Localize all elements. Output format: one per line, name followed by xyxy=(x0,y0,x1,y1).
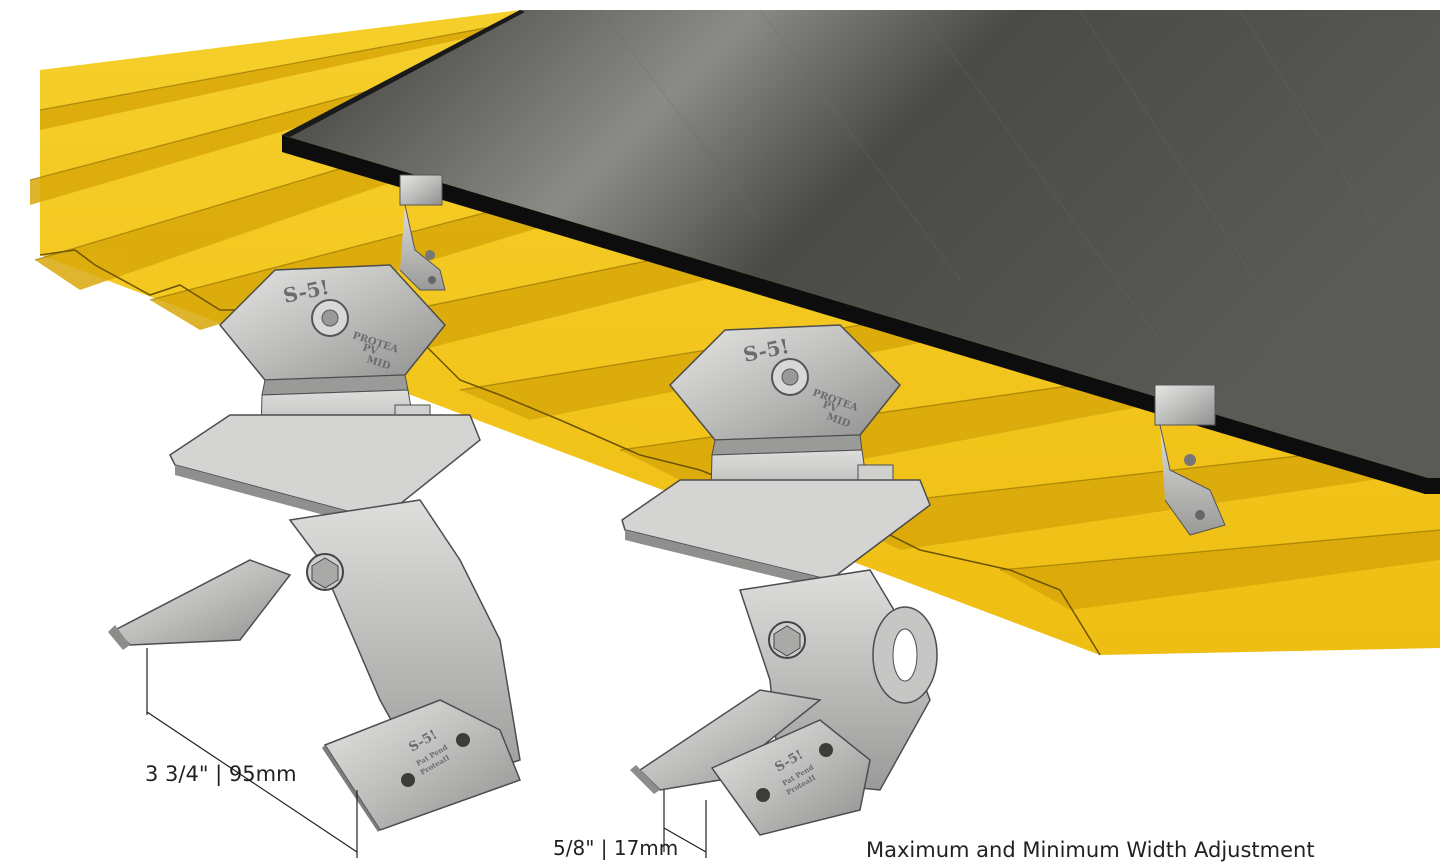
mid-clamp-max-width xyxy=(108,264,521,832)
mid-clamp-min-width xyxy=(621,324,938,836)
clamp-b-logo: S-5! xyxy=(741,334,791,367)
solar-panel xyxy=(282,9,1440,494)
dimension-lines xyxy=(146,648,707,858)
clamp-b-line2: PV xyxy=(821,399,839,415)
figure-caption: Maximum and Minimum Width Adjustment xyxy=(866,838,1315,862)
clamp-a-logo: S-5! xyxy=(281,275,331,308)
clamp-a-line2: PV xyxy=(361,342,379,357)
clamp-a-line3: MID xyxy=(365,354,392,372)
small-clamp-right xyxy=(1154,384,1226,536)
small-clamp-left xyxy=(399,174,446,291)
min-width-dimension-label: 5/8" | 17mm xyxy=(553,836,679,860)
max-width-dimension-label: 3 3/4" | 95mm xyxy=(145,762,297,786)
clamp-b-line3: MID xyxy=(825,411,852,430)
